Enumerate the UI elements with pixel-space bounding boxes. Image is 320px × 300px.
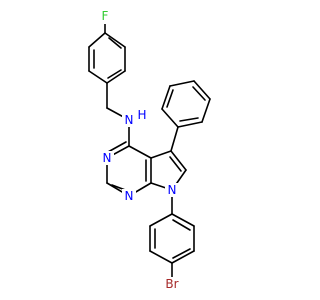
bromine-atom-label: Br <box>165 277 178 291</box>
amine-nitrogen-label: N <box>125 113 134 127</box>
bond <box>177 121 203 128</box>
bond <box>169 80 195 87</box>
molecule-structure: F N H N N N Br <box>88 9 211 292</box>
pyrimidine-nitrogen-bottom-label: N <box>125 189 134 203</box>
bond <box>128 145 152 159</box>
bond <box>170 150 187 171</box>
bond <box>172 248 191 259</box>
pyrimidine-nitrogen-top-label: N <box>103 151 112 165</box>
bond <box>172 219 191 231</box>
bond <box>104 32 126 48</box>
bond <box>107 69 122 79</box>
bond <box>106 70 126 84</box>
bond <box>88 70 108 84</box>
bond <box>161 85 171 110</box>
bond <box>149 213 173 227</box>
bond <box>88 32 106 48</box>
bond <box>170 126 179 152</box>
fluorine-atom-label: F <box>102 9 109 23</box>
bond <box>150 150 172 159</box>
bond <box>161 108 179 128</box>
bond <box>149 250 173 264</box>
bond <box>193 80 211 100</box>
bond <box>108 37 122 49</box>
bond <box>201 98 211 123</box>
bond <box>192 86 206 101</box>
bond <box>169 156 182 172</box>
bond <box>166 89 174 108</box>
amine-hydrogen-label: H <box>137 108 146 122</box>
bond <box>171 213 195 227</box>
bond <box>179 117 199 122</box>
atom-labels: F N H N N N Br <box>98 9 182 292</box>
bond <box>171 250 195 264</box>
pyrrole-nitrogen-label: N <box>168 183 177 197</box>
bond <box>107 141 127 153</box>
